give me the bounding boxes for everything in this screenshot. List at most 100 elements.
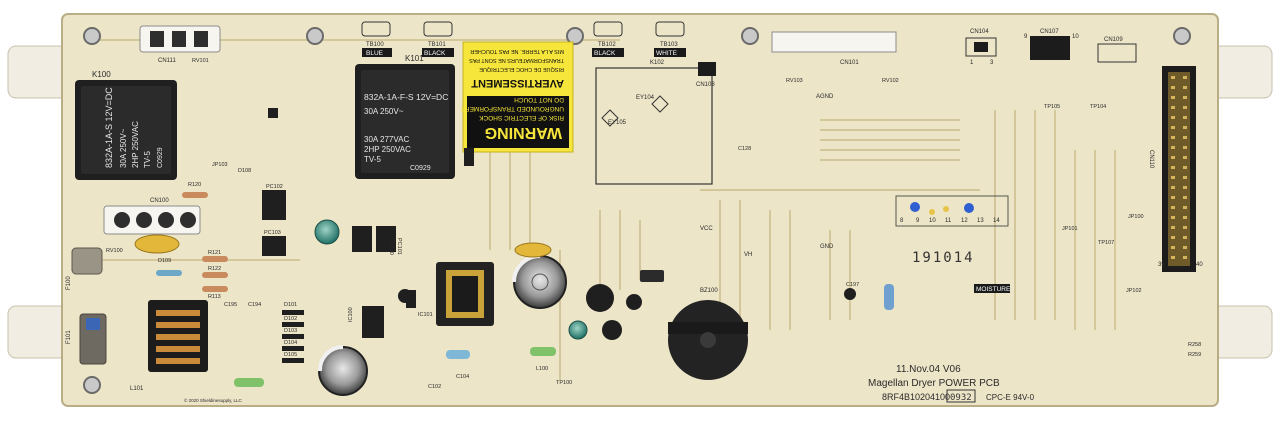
cn107-pin10: 10 [1072,34,1079,40]
r258-label: R258 [1188,342,1201,348]
board-title: Magellan Dryer POWER PCB [868,378,1000,389]
ic100-label: IC100 [348,307,354,322]
warning-avert: AVERTISSEMENT [471,77,564,89]
pc100-label: PC100 [388,238,394,255]
relay-k101-ref: K101 [405,54,424,63]
tp107-label: TP107 [1098,240,1114,246]
relay-k101-rating3: 2HP 250VAC [364,145,411,154]
tb103-label: TB103 [660,42,678,48]
rv103-label: RV103 [786,78,803,84]
relay-k100-model: 832A-1A-S 12V=DC [104,87,114,168]
ey105-label: EY105 [608,120,627,126]
tb102-label: TB102 [598,42,616,48]
pin-14: 14 [993,218,1000,224]
header-pins [1171,76,1187,259]
cn107-label: CN107 [1040,29,1059,35]
cn101-label: CN101 [840,60,859,66]
ic101-label: IC101 [418,312,433,318]
cn104-pin1: 1 [970,60,974,66]
transistors [398,284,856,340]
header-pin-40: 40 [1196,262,1203,268]
relay-k100-rating2: 2HP 250VAC [131,121,140,168]
cn111-label: CN111 [158,58,176,64]
vh-label: VH [744,252,752,258]
warning-en-line2: UNGROUNDED TRANSFORMERS [460,105,564,112]
pc101-label: PC101 [396,238,402,255]
agnd-label: AGND [816,94,834,100]
cn100-label: CN100 [150,198,169,204]
board-stamp: 191014 [912,250,975,266]
d108-label: D108 [238,168,251,174]
tp100-label: TP100 [556,380,572,386]
relay-k100-rating1: 30A 250V~ [119,128,128,168]
screw-holes [83,27,1191,394]
d103-label: D103 [284,328,297,334]
c128-label: C128 [738,146,751,152]
rv100-label: RV100 [106,248,123,254]
header-cn110: CN110 39 40 [1148,66,1203,272]
f100-label: F100 [66,276,72,290]
l100-label: L100 [536,366,548,372]
r259-label: R259 [1188,352,1201,358]
connector-cn109: CN109 [1097,37,1137,63]
relay-k101-rating4: TV-5 [364,155,381,164]
k102-label: K102 [650,60,665,66]
relay-k100-rating3: TV-5 [143,151,152,168]
tb102-color: BLACK [594,50,616,57]
relay-k101: K101 832A-1A-F-S 12V=DC 30A 250V~ 30A 27… [355,54,455,179]
ic-packages [262,108,474,338]
d104-label: D104 [284,340,297,346]
pin-10: 10 [929,218,936,224]
c197-label: C197 [846,282,859,288]
relay-k100: K100 832A-1A-S 12V=DC 30A 250V~ 2HP 250V… [75,70,177,180]
transformer [436,262,494,326]
relay-k101-model: 832A-1A-F-S 12V=DC [364,92,448,102]
connector-cn104: CN104 1 3 [965,29,997,66]
rv101-label: RV101 [192,58,209,64]
moisture-label: MOISTURE [976,286,1011,293]
board-cert: CPC-E 94V-0 [986,393,1035,402]
choke-l101: L101 [130,300,208,392]
net-labels: VCC VH GND AGND MOISTURE [700,94,1011,293]
tp104-label: TP104 [1090,104,1106,110]
jp103-label: JP103 [212,162,228,168]
relay-k100-ref: K100 [92,70,111,79]
pin-12: 12 [961,218,968,224]
warning-en-line3: DO NOT TOUCH [514,96,564,103]
warning-fr-line1: RISQUE DE CHOC ELECTRIQUE [479,66,564,72]
jp100-label: JP100 [1128,214,1144,220]
l101-label: L101 [130,386,144,392]
cn107-pin9: 9 [1024,34,1028,40]
warning-title: WARNING [485,124,562,141]
pin-11: 11 [945,218,952,224]
header-pin-39: 39 [1158,262,1165,268]
board-info: 11.Nov.04 V06 Magellan Dryer POWER PCB 8… [184,364,1035,403]
c104-label: C104 [456,374,469,380]
capacitor-yellow [134,234,552,258]
k102-area: K102 EY104 EY105 [595,60,713,185]
gnd-label: GND [820,244,834,250]
cn109-label: CN109 [1104,37,1123,43]
c194-label: C194 [248,302,261,308]
connector-cn111: CN111 [139,25,221,64]
jp101-label: JP101 [1062,226,1078,232]
tp105-label: TP105 [1044,104,1060,110]
cn104-pin3: 3 [990,60,994,66]
pcb-board [61,13,1219,407]
d101-label: D101 [284,302,297,308]
terminal-tabs: TB100 BLUE TB101 BLACK TB102 BLACK TB103… [361,21,686,57]
capacitor-large-1 [512,254,567,309]
tb101-color: BLACK [424,50,446,57]
relay-k101-rating1: 30A 250V~ [364,107,404,116]
reference-labels: PC100 PC101 PC102 PC103 IC100 IC101 R120… [106,58,1201,390]
cn104-label: CN104 [970,29,989,35]
board-date-code: 0932 [950,393,972,403]
copper-traces [90,39,1116,380]
leds [910,202,974,215]
bz100-label: BZ100 [700,288,718,294]
filter-f101: F101 [66,313,107,365]
d102-label: D102 [284,316,297,322]
capacitor-green [314,219,588,340]
c102-label: C102 [428,384,441,390]
pin-9: 9 [916,218,920,224]
